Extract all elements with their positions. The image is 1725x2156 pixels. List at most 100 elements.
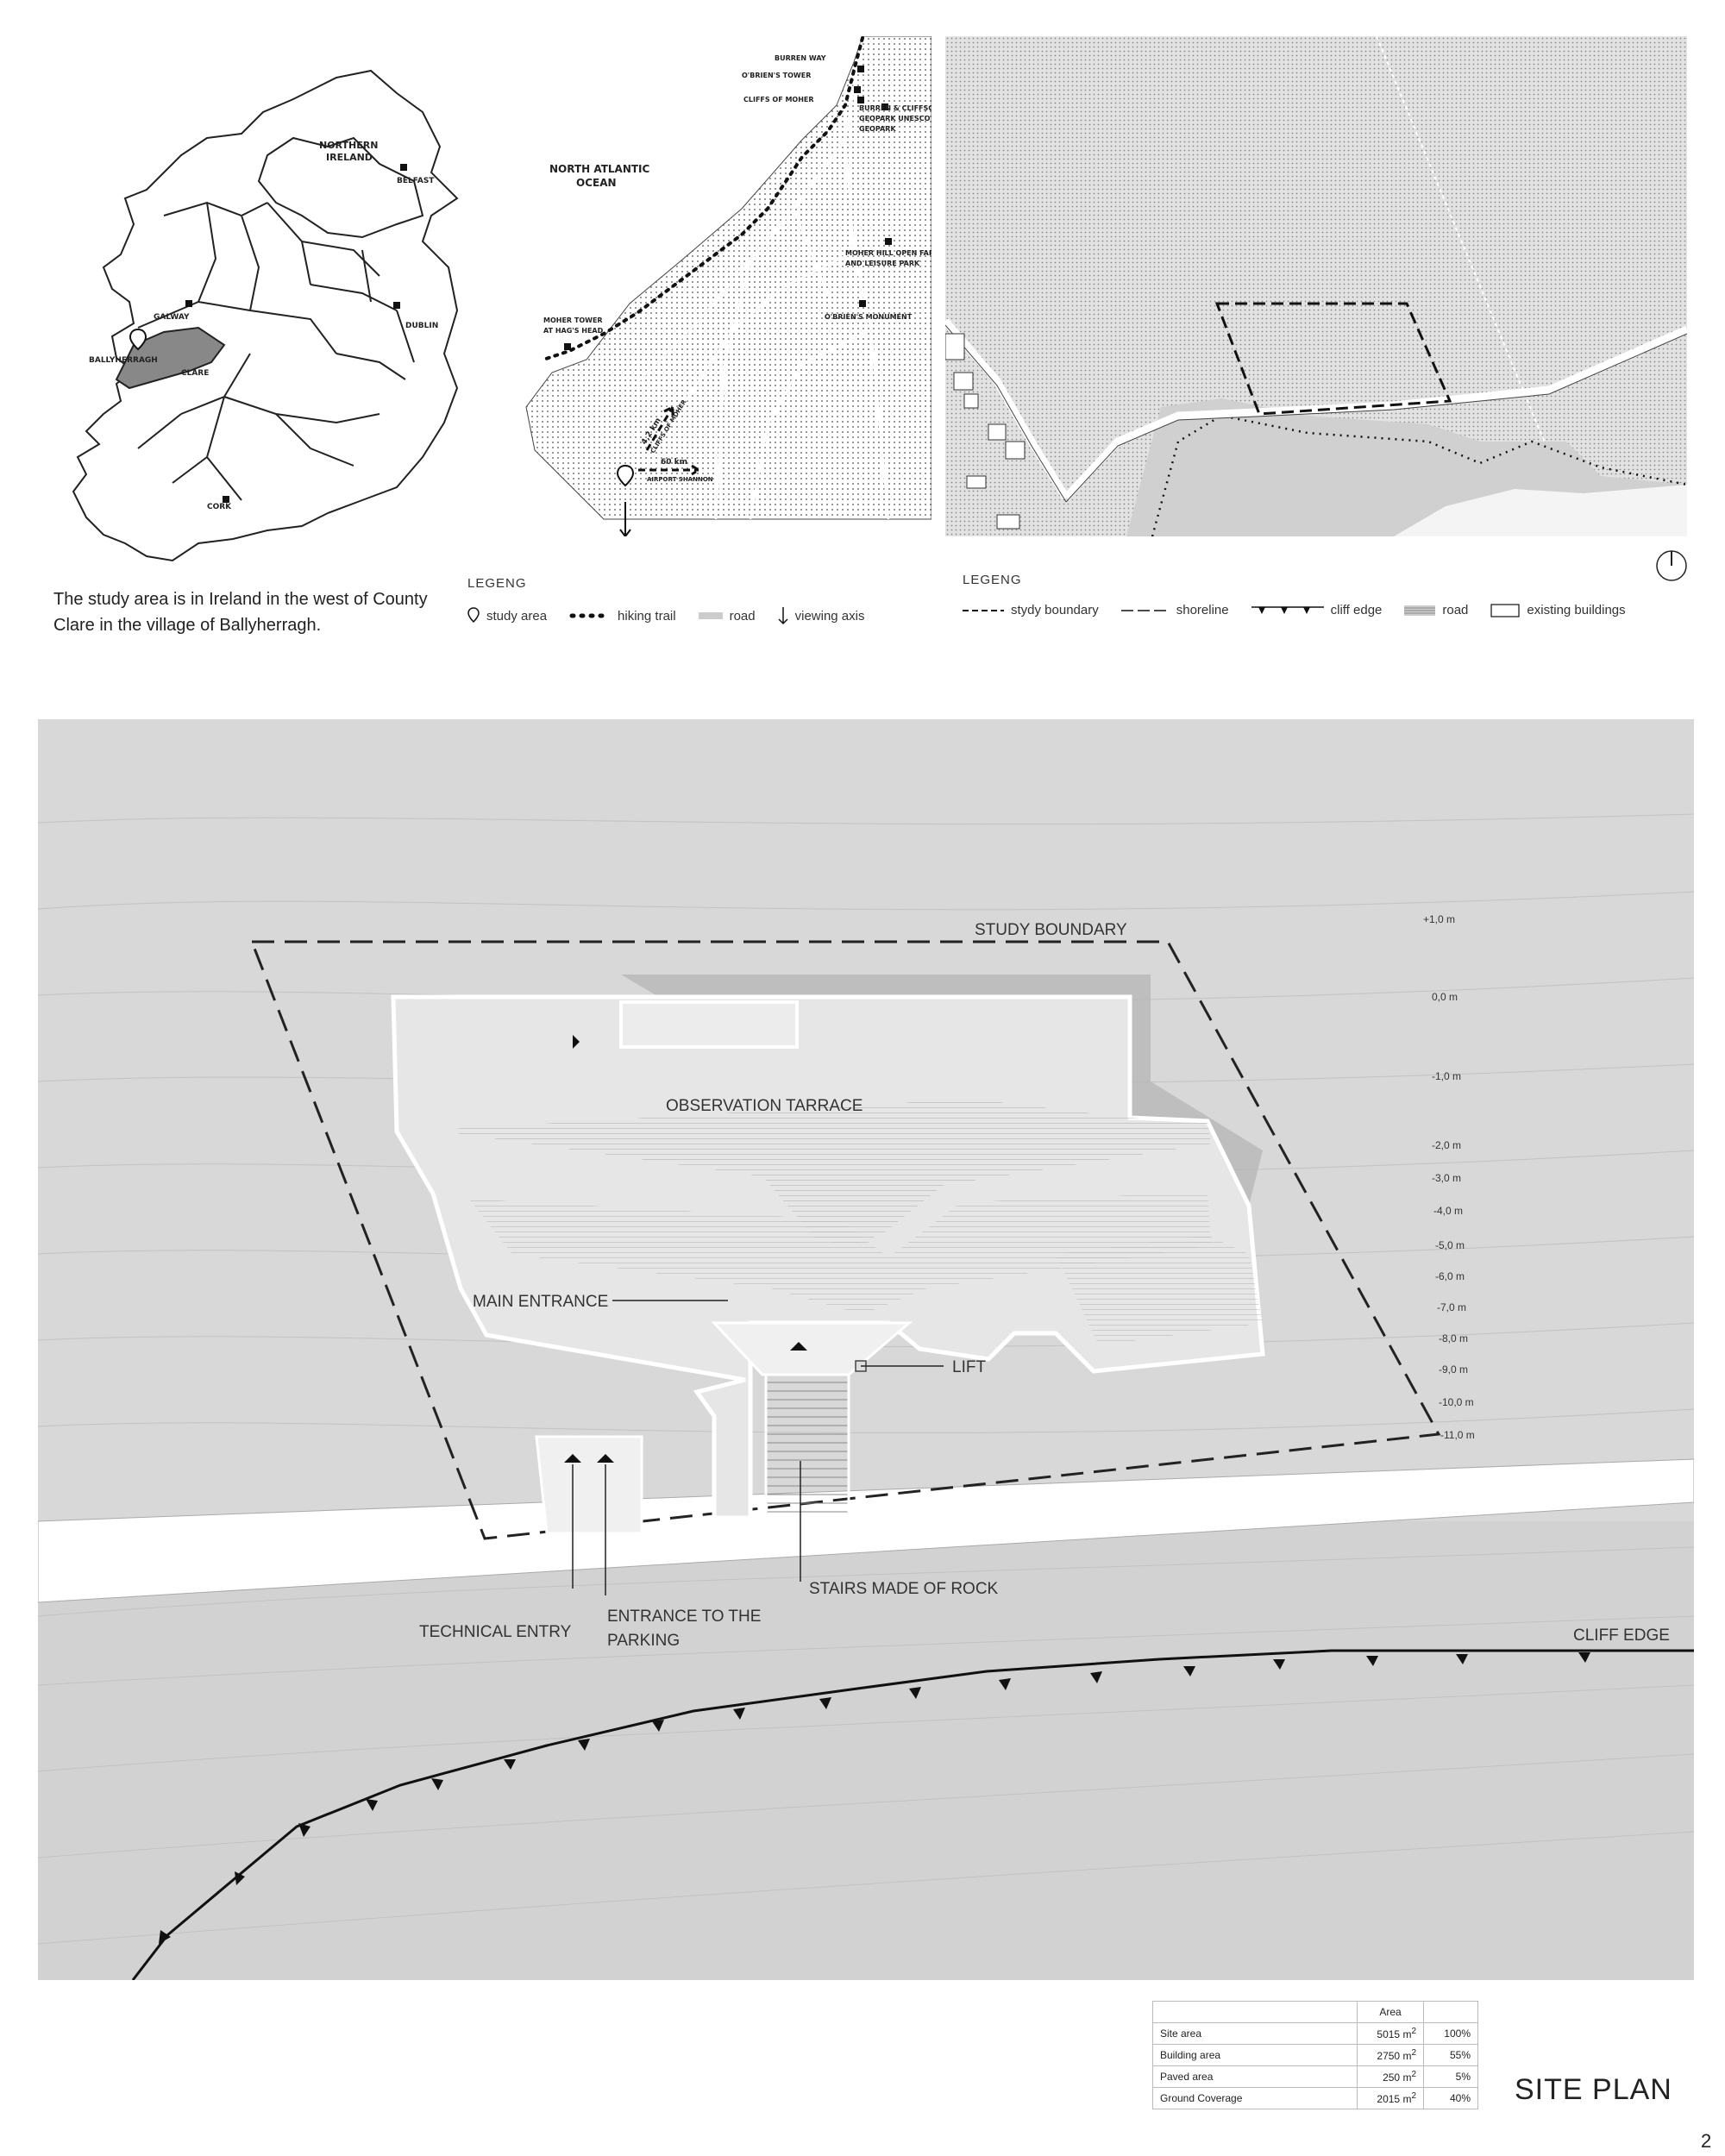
arrow-down-icon <box>778 607 788 625</box>
page-title: SITE PLAN <box>1515 2073 1672 2106</box>
svg-text:PARKING: PARKING <box>607 1632 680 1650</box>
label-main-entrance: MAIN ENTRANCE <box>473 1293 608 1311</box>
svg-text:AIRPORT SHANNON: AIRPORT SHANNON <box>647 476 713 483</box>
ireland-map: NORTHERN IRELAND BELFAST GALWAY DUBLIN B… <box>72 69 459 562</box>
cliff-edge-icon <box>1251 605 1324 614</box>
legend-right: LEGENG stydy boundary shoreline cliff ed… <box>963 573 1626 617</box>
svg-text:OCEAN: OCEAN <box>576 177 617 189</box>
parking-entry-marker-icon <box>597 1454 614 1463</box>
main-entrance-marker-icon <box>790 1342 807 1351</box>
label-clare: CLARE <box>181 369 209 378</box>
study-boundary <box>1214 302 1452 416</box>
label-cliff-edge: CLIFF EDGE <box>1573 1626 1670 1645</box>
legend-left: LEGENG study area hiking trail road view… <box>467 576 864 625</box>
label-observation-terrace: OBSERVATION TARRACE <box>666 1097 862 1115</box>
table-row: Site area 5015 m2 100% <box>1152 2022 1478 2045</box>
elevation-label: -11,0 m <box>1440 1429 1475 1441</box>
label-moher-tower: MOHER TOWER <box>543 317 603 324</box>
label-technical-entry: TECHNICAL ENTRY <box>419 1623 572 1641</box>
study-area-pin-icon <box>616 464 635 487</box>
technical-entry-marker-icon <box>564 1454 581 1463</box>
legend-existing-buildings: existing buildings <box>1490 603 1626 617</box>
elevation-label: -1,0 m <box>1432 1070 1461 1082</box>
label-ocean: NORTH ATLANTIC <box>549 163 650 175</box>
label-dublin: DUBLIN <box>405 322 438 330</box>
elevation-label: -9,0 m <box>1439 1363 1468 1376</box>
table-header-row: Area <box>1152 2001 1478 2023</box>
elevation-label: -5,0 m <box>1435 1239 1465 1251</box>
road-line-icon <box>1404 605 1436 616</box>
legend-shoreline: shoreline <box>1120 603 1229 617</box>
long-dash-icon <box>1120 609 1170 611</box>
legend-title: LEGENG <box>467 576 527 591</box>
elevation-label: +1,0 m <box>1423 913 1455 925</box>
svg-text:60 km: 60 km <box>661 458 687 467</box>
existing-building <box>945 333 965 360</box>
label-obriens-monument: O'BRIEN'S MONUMENT <box>825 313 913 321</box>
label-entrance-parking: ENTRANCE TO THE <box>607 1608 761 1626</box>
legend-road: road <box>698 609 756 624</box>
site-road <box>38 1458 1694 1603</box>
road-line-icon <box>698 612 723 619</box>
ireland-outline <box>72 69 459 562</box>
cliff-edge-line <box>1151 414 1687 536</box>
viewing-axis-arrow <box>619 502 631 536</box>
label-cliffs-of-moher: CLIFFS OF MOHER <box>743 96 814 103</box>
legend-viewing-axis: viewing axis <box>778 606 864 625</box>
belfast-marker <box>400 164 407 171</box>
elevation-label: -7,0 m <box>1437 1301 1466 1313</box>
label-burren-way: BURREN WAY <box>775 54 826 62</box>
label-cork: CORK <box>207 503 232 511</box>
study-area-pin-icon <box>129 328 147 351</box>
coast-map: BURREN WAY O'BRIEN'S TOWER CLIFFS OF MOH… <box>525 36 932 536</box>
label-moher-hill: MOHER HILL OPEN FARM <box>845 249 932 257</box>
label-belfast: BELFAST <box>397 177 435 185</box>
sea-area <box>1394 485 1687 536</box>
label-stairs: STAIRS MADE OF ROCK <box>809 1580 999 1598</box>
cliff-edge <box>131 1649 1694 1980</box>
legend-road: road <box>1404 603 1468 617</box>
label-ballyherragh: BALLYHERRAGH <box>89 356 158 365</box>
elevation-label: -10,0 m <box>1439 1396 1474 1408</box>
svg-text:AT HAG'S HEAD: AT HAG'S HEAD <box>543 327 604 335</box>
stairs <box>764 1373 850 1523</box>
elevation-label: -4,0 m <box>1433 1205 1463 1217</box>
legend-hiking-trail: hiking trail <box>569 609 676 624</box>
label-study-boundary: STUDY BOUNDARY <box>975 921 1127 939</box>
legend-cliff-edge: cliff edge <box>1251 603 1382 617</box>
context-road <box>945 318 1687 501</box>
area-table: Area Site area 5015 m2 100% Building are… <box>1152 2001 1478 2109</box>
study-boundary <box>249 940 1441 1540</box>
site-plan: STUDY BOUNDARY OBSERVATION TARRACE MAIN … <box>38 719 1694 1980</box>
elevation-label: -6,0 m <box>1435 1270 1465 1282</box>
label-northern-ireland: NORTHERN <box>319 140 378 151</box>
elevation-label: -2,0 m <box>1432 1139 1461 1151</box>
legend-study-area: study area <box>467 607 547 624</box>
page-number: 2 <box>1701 2130 1712 2152</box>
table-row: Paved area 250 m2 5% <box>1152 2065 1478 2088</box>
galway-marker <box>185 300 192 307</box>
caption-text: The study area is in Ireland in the west… <box>53 590 428 635</box>
building-rect-icon <box>1490 603 1521 617</box>
hiking-trail <box>542 36 864 361</box>
context-map <box>945 36 1687 536</box>
label-galway: GALWAY <box>154 313 190 322</box>
dotted-line-icon <box>569 613 612 618</box>
label-obriens-tower: O'BRIEN'S TOWER <box>742 72 811 79</box>
legend-study-boundary: stydy boundary <box>963 603 1099 617</box>
dashed-line-icon <box>963 609 1004 611</box>
svg-text:GEOPARK: GEOPARK <box>859 125 896 133</box>
dublin-marker <box>393 302 400 309</box>
cork-marker <box>223 496 229 503</box>
pin-icon <box>467 607 480 624</box>
table-row: Ground Coverage 2015 m2 40% <box>1152 2087 1478 2109</box>
svg-text:IRELAND: IRELAND <box>326 152 373 163</box>
svg-text:GEOPARK UNESCO GLOBAL: GEOPARK UNESCO GLOBAL <box>859 115 932 122</box>
svg-text:AND LEISURE PARK: AND LEISURE PARK <box>845 260 920 267</box>
elevation-label: -8,0 m <box>1439 1332 1468 1344</box>
parking-entrance <box>535 1435 643 1535</box>
north-arrow-icon <box>1656 550 1687 581</box>
table-row: Building area 2750 m2 55% <box>1152 2044 1478 2066</box>
land-area <box>525 36 932 520</box>
